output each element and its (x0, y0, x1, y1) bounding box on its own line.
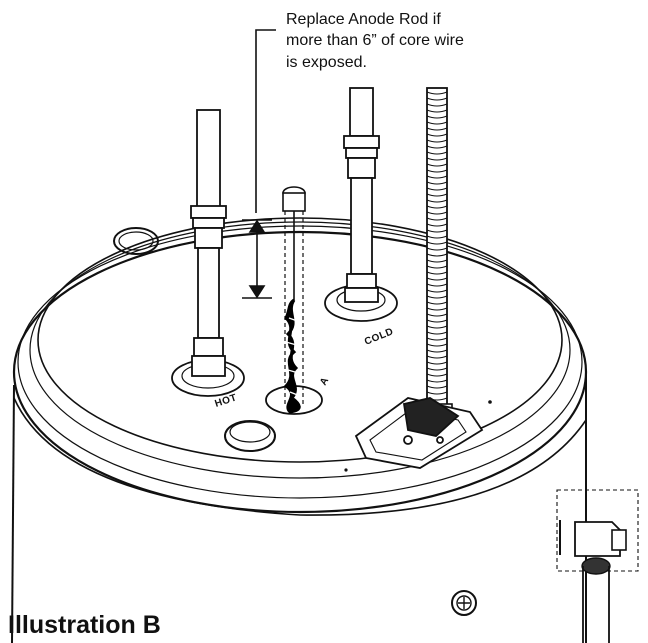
drain-valve-callout-box (556, 489, 639, 572)
plug-cap (224, 420, 276, 452)
tank-top (12, 217, 588, 514)
anode-dashed-outline (284, 211, 304, 405)
junction-box (354, 397, 484, 469)
cold-water-pipe (324, 87, 398, 322)
hot-water-pipe (171, 109, 245, 397)
illustration-caption: Illustration B (8, 611, 161, 639)
tank-band (13, 397, 587, 516)
callout-line-1: Replace Anode Rod if (286, 11, 441, 28)
flex-conduit (421, 87, 453, 421)
callout-line-3: is exposed. (286, 54, 367, 71)
callout-line-2: more than 6” of core wire (286, 32, 464, 49)
anode-rod (265, 186, 323, 415)
tank-left-wall (11, 384, 15, 643)
tank-top-surface (37, 217, 563, 463)
callout-note: Replace Anode Rod if more than 6” of cor… (286, 11, 464, 71)
drain-valve (556, 489, 639, 643)
tank-top-rim-3 (29, 221, 571, 479)
tank (11, 372, 587, 643)
measure-arrow-up-head (248, 219, 266, 233)
tank-top-outer-rim (12, 230, 588, 514)
measure-arrow-down-head (248, 285, 266, 299)
relief-valve-port (113, 227, 159, 255)
callout-bracket (242, 29, 276, 299)
anode-label: A (318, 375, 331, 387)
lower-access-emblem (451, 590, 477, 616)
tank-top-rim-2 (17, 225, 583, 499)
cold-label: COLD (363, 326, 395, 348)
